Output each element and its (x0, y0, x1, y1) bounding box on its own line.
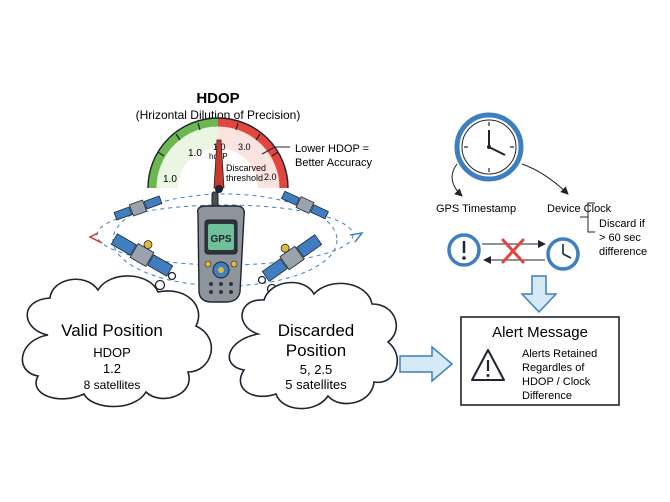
gauge-tick-label-5: 2.0 (264, 172, 277, 182)
exclamation-icon (447, 233, 481, 267)
gauge-bad-zone-fill (218, 118, 288, 188)
valid-cloud-satellites: 8 satellites (84, 378, 141, 392)
discarded-cloud-title-2: Position (286, 341, 346, 360)
valid-cloud-title: Valid Position (61, 321, 163, 340)
device-button-icon (204, 260, 212, 268)
gauge-threshold-label-1: Discarved (226, 163, 266, 173)
gauge-annotation-line1: Lower HDOP = (295, 143, 369, 155)
gauge-subtitle: (Hrizontal Dilution of Precision) (136, 108, 301, 122)
device-screen-text: GPS (210, 234, 231, 245)
valid-cloud-label: HDOP (93, 345, 131, 360)
device-clock-label: Device Clock (547, 203, 612, 215)
gauge-tick-label-2: 1.0 (188, 148, 202, 159)
hdop-gauge: HDOP (Hrizontal Dilution of Precision) 1… (136, 90, 373, 193)
clock-icon (546, 237, 580, 271)
gauge-tick-label-1: 1.0 (163, 174, 177, 185)
alert-line-1: Alerts Retained (522, 348, 597, 360)
discarded-cloud-satellites: 5 satellites (285, 377, 347, 392)
device-button-icon (230, 260, 238, 268)
alert-line-2: Regardles of (522, 362, 585, 374)
rule-line-1: Discard if (599, 218, 646, 230)
gauge-tick-label-4: 3.0 (238, 142, 251, 152)
warning-icon (471, 349, 505, 381)
alert-line-3: HDOP / Clock (522, 376, 591, 388)
clock-to-device-arrow (521, 163, 569, 195)
satellite-icon-top-left (113, 195, 163, 221)
satellite-icon-top-right (281, 190, 329, 220)
discarded-position-cloud: Discarded Position 5, 2.5 5 satellites (228, 281, 399, 410)
gauge-title: HDOP (196, 90, 239, 107)
gauge-threshold-label-2: threshold (226, 173, 263, 183)
to-alert-arrow-icon (399, 345, 454, 383)
time-check: GPS Timestamp Device Clock Discard if > … (436, 112, 647, 314)
gauge-bad-arc (217, 117, 289, 189)
gauge-good-zone-fill (150, 118, 218, 188)
device-center-button-icon (218, 267, 224, 273)
device-screen (208, 224, 234, 250)
gauge-needle (213, 139, 225, 189)
alert-message-box: Alert Message Alerts Retained Regardles … (460, 316, 620, 406)
alert-line-4: Difference (522, 390, 572, 402)
valid-cloud-value: 1.2 (103, 361, 121, 376)
gauge-outline (147, 117, 289, 189)
orbit-left-arrow-icon (88, 232, 103, 244)
gps-device: GPS (196, 191, 246, 303)
discarded-cloud-value: 5, 2.5 (300, 362, 333, 377)
gauge-pivot (215, 185, 223, 193)
satellite-icon-mid-left (110, 233, 174, 277)
clock-to-gps-arrow (451, 163, 463, 197)
rule-line-3: difference (599, 246, 647, 258)
orbit-right-arrow-icon (349, 231, 364, 243)
discarded-cloud-title-1: Discarded (278, 321, 355, 340)
gauge-ticks (157, 122, 279, 157)
valid-position-cloud: Valid Position HDOP 1.2 8 satellites (21, 275, 213, 408)
rule-line-2: > 60 sec (599, 232, 641, 244)
to-alert-down-arrow-icon (520, 275, 558, 314)
gauge-annotation-leader (261, 146, 290, 155)
gauge-annotation-line2: Better Accuracy (295, 157, 373, 169)
mismatch-x-icon (501, 238, 525, 264)
alert-title: Alert Message (492, 324, 588, 341)
gauge-good-arc (147, 117, 219, 189)
satellite-icon-mid-right (261, 234, 323, 282)
wall-clock-icon (454, 112, 524, 182)
device-keypad (209, 282, 233, 294)
gps-timestamp-label: GPS Timestamp (436, 203, 516, 215)
